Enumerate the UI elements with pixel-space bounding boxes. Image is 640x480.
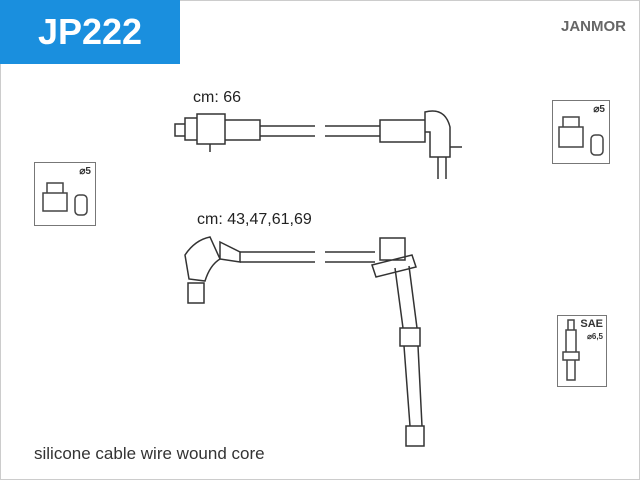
distributor-cap-icon-left: ⌀5: [34, 162, 96, 226]
distributor-cap-icon: [42, 182, 88, 216]
distributor-cap-icon-right: ⌀5: [552, 100, 610, 164]
diameter-label: ⌀6,5: [587, 332, 603, 341]
spark-plug-icon: [562, 319, 580, 381]
product-code-badge: JP222: [0, 0, 180, 64]
cable-2-length: cm: 43,47,61,69: [197, 211, 312, 228]
spark-plug-icon-box: SAE ⌀6,5: [557, 315, 607, 387]
standard-label: SAE: [580, 318, 603, 330]
cable-1-length: cm: 66: [193, 89, 242, 106]
diameter-label: ⌀5: [593, 104, 605, 115]
distributor-cap-icon: [558, 116, 604, 156]
brand-name: JANMOR: [560, 18, 626, 35]
footer-description: silicone cable wire wound core: [34, 444, 265, 463]
diameter-label: ⌀5: [79, 166, 91, 177]
